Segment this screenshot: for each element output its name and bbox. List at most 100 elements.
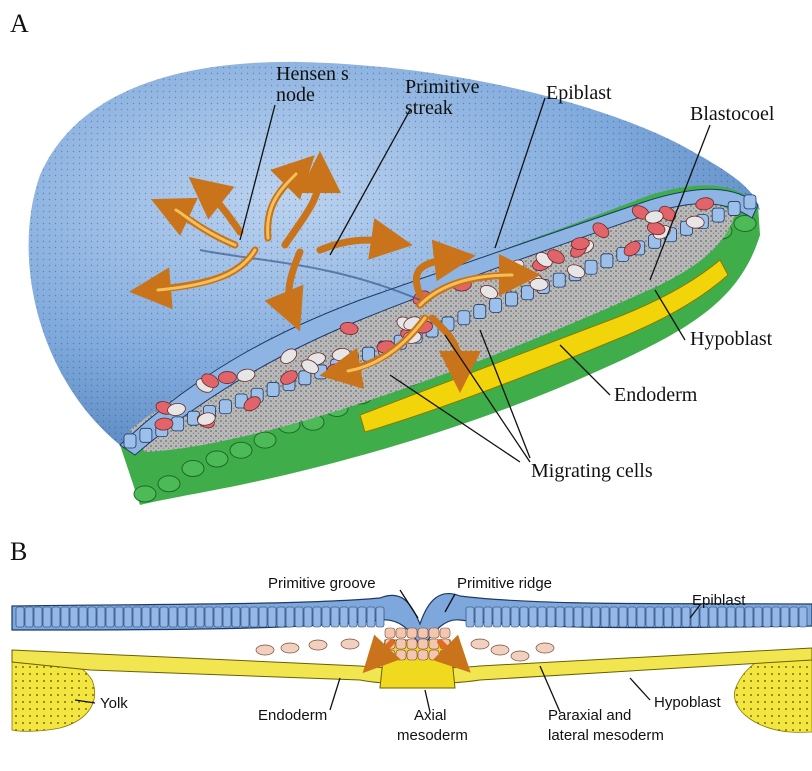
- epiblast-cell-b: [97, 607, 105, 627]
- epiblast-cell-b: [196, 607, 204, 627]
- epiblast-cell-b: [709, 607, 717, 627]
- hypoblast-cell: [254, 432, 276, 448]
- epiblast-cell: [728, 201, 740, 215]
- epiblast-cell-b: [61, 607, 69, 627]
- epiblast-cell-b: [376, 607, 384, 627]
- epiblast-cell: [172, 417, 184, 431]
- ingressing-cell: [429, 628, 439, 638]
- epiblast-cell: [506, 292, 518, 306]
- label-epiblast-b: Epiblast: [692, 592, 746, 609]
- ingressing-cell: [407, 639, 417, 649]
- panel-a-letter: A: [10, 9, 29, 38]
- epiblast-cell-b: [340, 607, 348, 627]
- epiblast-cell-b: [178, 607, 186, 627]
- epiblast-cell-b: [664, 607, 672, 627]
- epiblast-cell-b: [322, 607, 330, 627]
- epiblast-cell-b: [214, 607, 222, 627]
- ingressing-cell: [429, 650, 439, 660]
- label-endoderm-b: Endoderm: [258, 707, 327, 724]
- epiblast-cell-b: [43, 607, 51, 627]
- hypoblast-cell: [182, 461, 204, 477]
- epiblast-cell-b: [493, 607, 501, 627]
- panel-b: B Primitive groove Primitive: [10, 537, 812, 744]
- epiblast-cell-b: [736, 607, 744, 627]
- epiblast-cell: [585, 260, 597, 274]
- ingressing-cell: [396, 650, 406, 660]
- epiblast-cell-b: [772, 607, 780, 627]
- epiblast-cell-b: [205, 607, 213, 627]
- label-primitive-groove: Primitive groove: [268, 575, 376, 592]
- epiblast-cell-b: [745, 607, 753, 627]
- epiblast-cell-b: [250, 607, 258, 627]
- epiblast-cell-b: [637, 607, 645, 627]
- epiblast-cell: [474, 305, 486, 319]
- epiblast-cell-b: [349, 607, 357, 627]
- epiblast-cell-b: [52, 607, 60, 627]
- mesoderm-cell-b: [491, 645, 509, 655]
- ingressing-cell: [418, 650, 428, 660]
- epiblast-cell-b: [520, 607, 528, 627]
- label-hypoblast: Hypoblast: [690, 328, 773, 350]
- epiblast-cell: [124, 434, 136, 448]
- epiblast-cell-b: [790, 607, 798, 627]
- epiblast-cell-b: [304, 607, 312, 627]
- epiblast-cell-b: [799, 607, 807, 627]
- ingressing-cell: [407, 628, 417, 638]
- epiblast-cell: [553, 273, 565, 287]
- mesoderm-cell-b: [536, 643, 554, 653]
- ingressing-cell: [396, 628, 406, 638]
- epiblast-cell-b: [124, 607, 132, 627]
- epiblast-cell-b: [241, 607, 249, 627]
- epiblast-cell-b: [466, 607, 474, 627]
- ingressing-cell: [396, 639, 406, 649]
- epiblast-cell-b: [34, 607, 42, 627]
- epiblast-cell-b: [187, 607, 195, 627]
- ingressing-cell: [440, 628, 450, 638]
- label-paraxial-lateral-line2: lateral mesoderm: [548, 727, 664, 744]
- epiblast-cell-b: [682, 607, 690, 627]
- epiblast-cell-b: [115, 607, 123, 627]
- epiblast-cell-b: [313, 607, 321, 627]
- epiblast-cell-b: [268, 607, 276, 627]
- epiblast-cell-b: [655, 607, 663, 627]
- hypoblast-cell: [734, 215, 756, 231]
- epiblast-cell-b: [484, 607, 492, 627]
- hypoblast-cell: [134, 486, 156, 502]
- panel-b-letter: B: [10, 537, 27, 566]
- epiblast-cell-b: [331, 607, 339, 627]
- epiblast-cell-b: [232, 607, 240, 627]
- epiblast-cell: [490, 298, 502, 312]
- epiblast-cell: [140, 428, 152, 442]
- epiblast-cell-b: [565, 607, 573, 627]
- epiblast-cell-b: [475, 607, 483, 627]
- label-hensens-node-line1: Hensen s: [276, 63, 349, 85]
- epiblast-cell: [712, 208, 724, 222]
- epiblast-cell-b: [367, 607, 375, 627]
- label-migrating-cells: Migrating cells: [531, 460, 653, 482]
- epiblast-cell-b: [583, 607, 591, 627]
- epiblast-cell-b: [718, 607, 726, 627]
- hypoblast-cell: [230, 442, 252, 458]
- epiblast-cell-b: [781, 607, 789, 627]
- epiblast-cell-b: [277, 607, 285, 627]
- mesoderm-cell-b: [471, 639, 489, 649]
- epiblast-cell-b: [673, 607, 681, 627]
- epiblast-cell-b: [610, 607, 618, 627]
- epiblast-cell-b: [295, 607, 303, 627]
- epiblast-cell-b: [106, 607, 114, 627]
- panel-a: A: [10, 9, 775, 505]
- label-epiblast: Epiblast: [546, 82, 612, 104]
- mesoderm-cell: [530, 278, 548, 291]
- mesoderm-cell: [218, 371, 236, 383]
- epiblast-cell-b: [358, 607, 366, 627]
- epiblast-cell: [267, 382, 279, 396]
- epiblast-cell-b: [151, 607, 159, 627]
- mesoderm-cell-b: [309, 640, 327, 650]
- mesoderm-cell-b: [341, 639, 359, 649]
- epiblast-cell-b: [763, 607, 771, 627]
- epiblast-cell-b: [142, 607, 150, 627]
- ingressing-cell: [385, 628, 395, 638]
- epiblast-cell-b: [259, 607, 267, 627]
- epiblast-cell-b: [25, 607, 33, 627]
